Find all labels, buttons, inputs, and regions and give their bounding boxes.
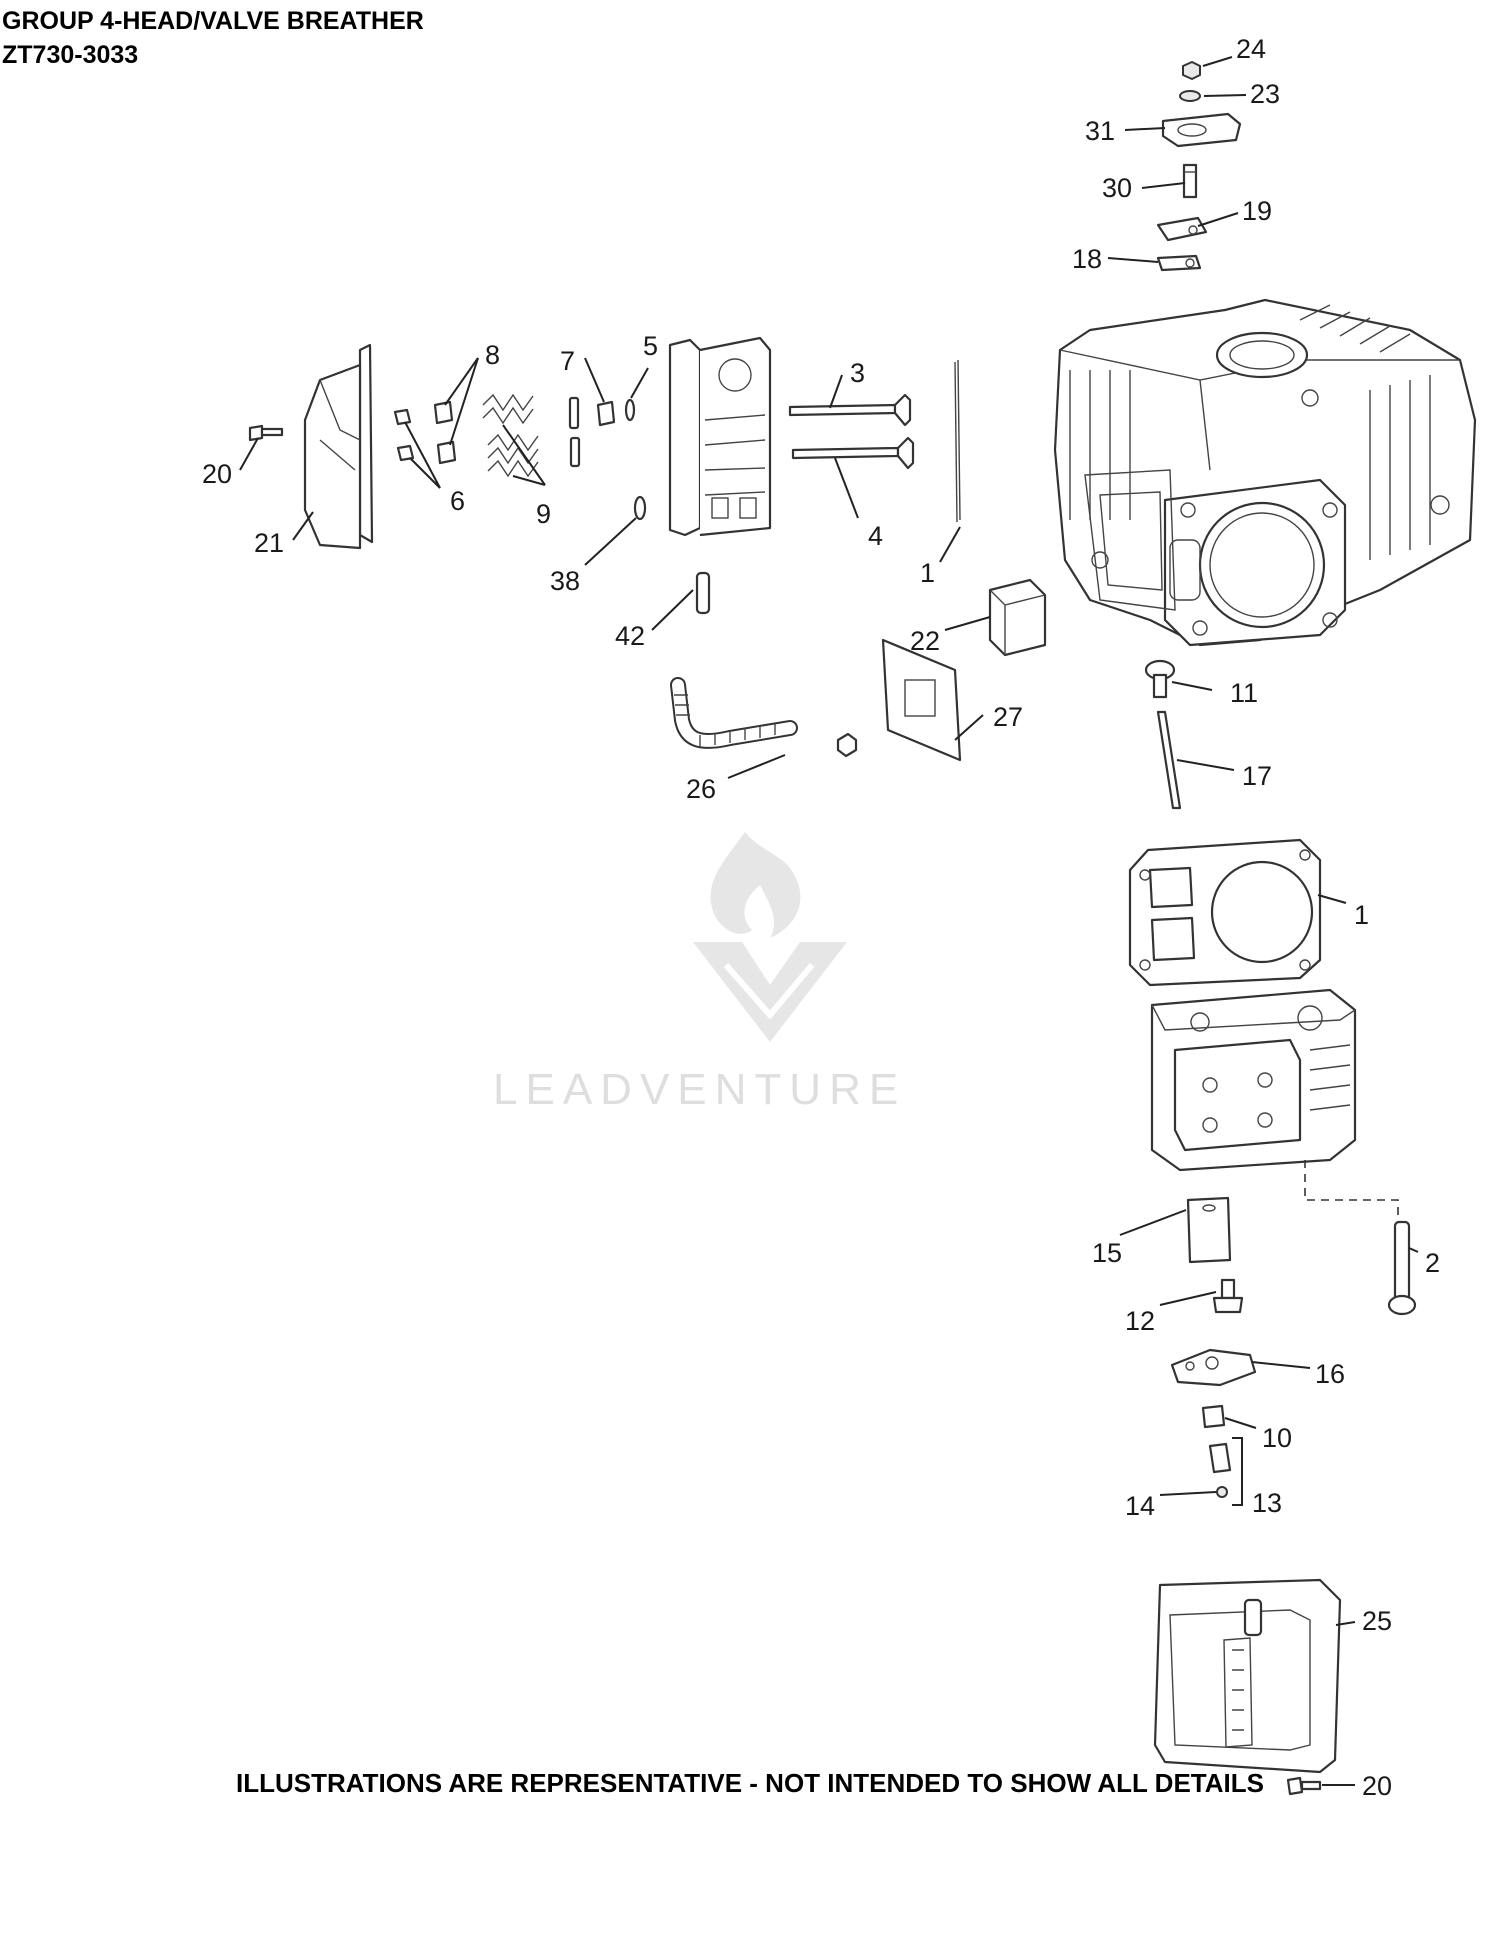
part-25-valve-cover xyxy=(1153,1578,1342,1774)
callout-31: 31 xyxy=(1085,116,1115,146)
callout-19: 19 xyxy=(1242,196,1272,226)
cylinder-head xyxy=(1150,988,1357,1172)
part-13-adjuster xyxy=(1208,1437,1243,1506)
callout-8: 8 xyxy=(485,340,500,370)
callout-25: 25 xyxy=(1362,1606,1392,1636)
leader-lines xyxy=(239,56,1419,1786)
callout-13: 13 xyxy=(1252,1488,1282,1518)
cylinder-head-side-view xyxy=(668,336,772,537)
callout-1-top: 1 xyxy=(920,558,935,588)
callout-4: 4 xyxy=(868,521,883,551)
callout-15: 15 xyxy=(1092,1238,1122,1268)
part-19-reed xyxy=(1156,216,1208,242)
part-20-bolt-right xyxy=(1286,1776,1322,1796)
disclaimer-note: ILLUSTRATIONS ARE REPRESENTATIVE - NOT I… xyxy=(236,1768,1264,1798)
part-20-bolt-left xyxy=(248,424,284,442)
part-8-retainers xyxy=(433,400,457,465)
callout-16: 16 xyxy=(1315,1359,1345,1389)
part-5-washer xyxy=(624,398,636,422)
callout-12: 12 xyxy=(1125,1306,1155,1336)
part-4-exhaust-valve xyxy=(791,436,915,470)
callout-24: 24 xyxy=(1236,34,1266,64)
part-27-breather-plate xyxy=(881,638,962,762)
part-1-head-gasket xyxy=(1128,838,1322,987)
part-30-stud xyxy=(1182,163,1198,199)
part-21-valve-cover xyxy=(303,343,374,550)
callout-11: 11 xyxy=(1230,678,1258,708)
part-7-stem-seal xyxy=(568,396,616,468)
part-18-retainer xyxy=(1156,254,1202,272)
callout-21: 21 xyxy=(254,528,284,558)
part-17-push-rod xyxy=(1156,710,1182,810)
callout-7: 7 xyxy=(560,346,575,376)
model-number: ZT730-3033 xyxy=(2,41,139,69)
callout-2: 2 xyxy=(1425,1248,1440,1278)
callout-30: 30 xyxy=(1102,173,1132,203)
callout-18: 18 xyxy=(1072,244,1102,274)
part-6-keepers xyxy=(393,408,415,462)
part-3-intake-valve xyxy=(788,393,912,427)
callout-3: 3 xyxy=(850,358,865,388)
part-15-guide-plate xyxy=(1186,1196,1232,1264)
watermark-text: LEADVENTURE xyxy=(493,1065,906,1114)
callout-6: 6 xyxy=(450,486,465,516)
part-31-breather-cover xyxy=(1161,112,1242,148)
part-16-rocker-arm xyxy=(1170,1348,1257,1387)
callout-9: 9 xyxy=(536,499,551,529)
callout-38: 38 xyxy=(550,566,580,596)
callout-23: 23 xyxy=(1250,79,1280,109)
part-10-pivot xyxy=(1201,1404,1226,1429)
part-11-rocker-stud xyxy=(1144,659,1176,699)
callout-26: 26 xyxy=(686,774,716,804)
callout-1-gasket: 1 xyxy=(1354,900,1369,930)
part-23-washer xyxy=(1179,90,1201,102)
part-22-breather-filter xyxy=(988,578,1047,657)
part-42-dowel xyxy=(695,571,711,615)
part-2-head-bolt xyxy=(1387,1220,1417,1316)
part-38-seal xyxy=(633,495,647,521)
watermark-logo xyxy=(693,832,847,1042)
crankcase-block xyxy=(1053,298,1477,647)
callout-42: 42 xyxy=(615,621,645,651)
part-12-pivot-stud xyxy=(1212,1278,1244,1314)
callout-5: 5 xyxy=(643,331,658,361)
part-14-set-screw xyxy=(1216,1486,1228,1498)
callout-20-right: 20 xyxy=(1362,1771,1392,1801)
part-26-breather-hose xyxy=(670,677,798,749)
callout-27: 27 xyxy=(993,702,1023,732)
hose-clamp-bolt xyxy=(836,732,858,758)
part-1-gasket-thin xyxy=(954,359,961,523)
callout-20-left: 20 xyxy=(202,459,232,489)
part-9-valve-springs xyxy=(482,393,539,478)
diagram-title: GROUP 4-HEAD/VALVE BREATHER xyxy=(2,7,424,35)
callout-14: 14 xyxy=(1125,1491,1155,1521)
part-24-nut xyxy=(1182,61,1201,80)
callout-10: 10 xyxy=(1262,1423,1292,1453)
callout-22: 22 xyxy=(910,626,940,656)
callout-17: 17 xyxy=(1242,761,1272,791)
